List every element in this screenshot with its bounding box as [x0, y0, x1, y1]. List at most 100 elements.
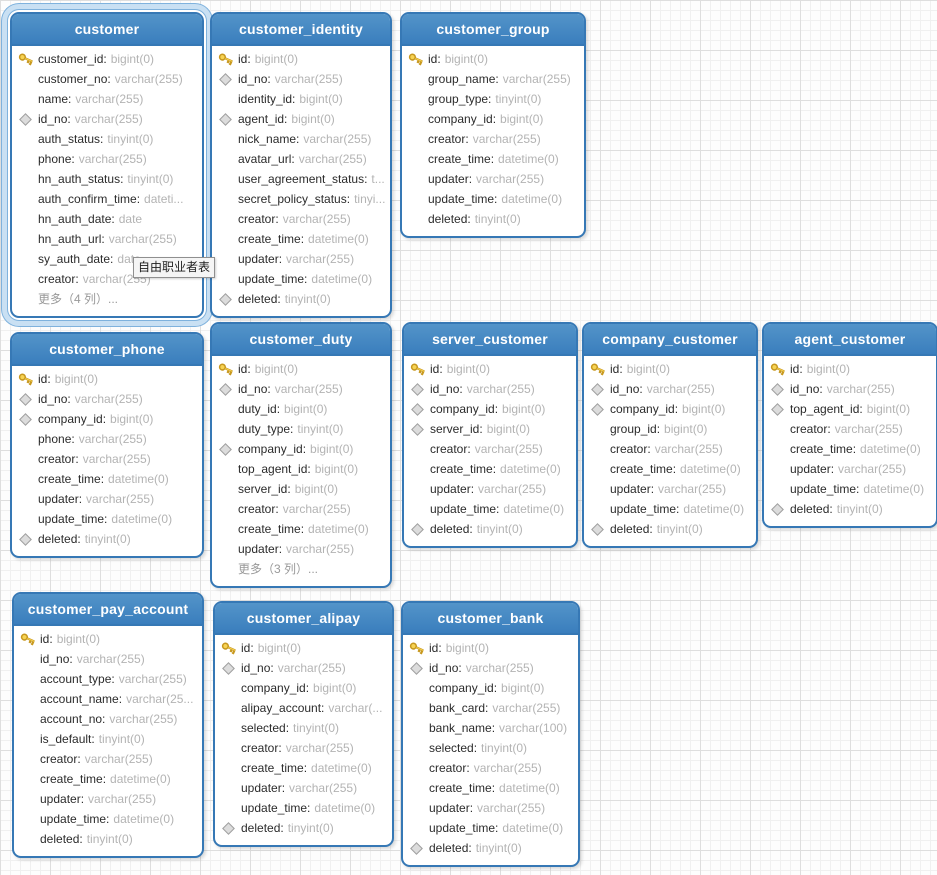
- field-name: update_time:: [790, 482, 860, 496]
- field-name: id:: [238, 52, 251, 66]
- field-type: tinyint(0): [297, 422, 344, 436]
- table-header[interactable]: customer: [12, 14, 202, 46]
- field-name: company_id:: [430, 402, 499, 416]
- field-type: datetime(0): [863, 482, 925, 496]
- icon-spacer: [12, 69, 38, 89]
- field-type: tinyint(0): [127, 172, 174, 186]
- field-name: company_id:: [238, 442, 307, 456]
- icon-spacer: [403, 738, 429, 758]
- field-name: updater:: [38, 492, 83, 506]
- field-row: customer_no:varchar(255): [12, 69, 202, 89]
- table-header[interactable]: company_customer: [584, 324, 756, 356]
- field-name: company_id:: [428, 112, 497, 126]
- field-type: datetime(0): [502, 821, 564, 835]
- field-type: varchar(25...: [126, 692, 194, 706]
- field-row: auth_confirm_time:dateti...: [12, 189, 202, 209]
- table-header[interactable]: customer_bank: [403, 603, 578, 635]
- field-row: hn_auth_url:varchar(255): [12, 229, 202, 249]
- field-row: company_id:bigint(0): [403, 678, 578, 698]
- more-columns-label: 更多（3 列）...: [238, 562, 319, 576]
- field-row: create_time:datetime(0): [212, 229, 390, 249]
- field-type: varchar(255): [473, 761, 542, 775]
- field-name: top_agent_id:: [238, 462, 311, 476]
- icon-spacer: [14, 829, 40, 849]
- table-header[interactable]: customer_duty: [212, 324, 390, 356]
- icon-spacer: [402, 189, 428, 209]
- icon-spacer: [404, 459, 430, 479]
- field-name: company_id:: [429, 681, 498, 695]
- field-row: account_type:varchar(255): [14, 669, 202, 689]
- icon-spacer: [215, 738, 241, 758]
- table-header[interactable]: customer_group: [402, 14, 584, 46]
- field-name: deleted:: [430, 522, 473, 536]
- icon-spacer: [12, 129, 38, 149]
- field-type: datetime(0): [311, 272, 373, 286]
- field-row: create_time:datetime(0): [12, 469, 202, 489]
- field-name: group_name:: [428, 72, 499, 86]
- field-type: datetime(0): [500, 462, 561, 476]
- table-header[interactable]: customer_pay_account: [14, 594, 202, 626]
- field-type: varchar(255): [286, 252, 355, 266]
- field-name: id_no:: [38, 392, 71, 406]
- icon-spacer: [212, 419, 238, 439]
- icon-spacer: [212, 149, 238, 169]
- field-name: id_no:: [40, 652, 73, 666]
- table-customer_group[interactable]: customer_group id:bigint(0)group_name:var…: [400, 12, 586, 238]
- field-row: phone:varchar(255): [12, 429, 202, 449]
- table-header[interactable]: agent_customer: [764, 324, 936, 356]
- field-type: datetime(0): [110, 772, 171, 786]
- field-type: varchar(255): [474, 442, 543, 456]
- icon-spacer: [403, 818, 429, 838]
- field-row: create_time:datetime(0): [403, 778, 578, 798]
- field-row: top_agent_id:bigint(0): [212, 459, 390, 479]
- field-name: account_name:: [40, 692, 123, 706]
- field-name: secret_policy_status:: [238, 192, 351, 206]
- field-type: varchar(255): [277, 661, 346, 675]
- field-row: account_no:varchar(255): [14, 709, 202, 729]
- field-type: bigint(0): [444, 52, 489, 66]
- icon-spacer: [402, 129, 428, 149]
- field-type: tinyint(0): [293, 721, 340, 735]
- field-name: updater:: [610, 482, 655, 496]
- icon-spacer: [584, 499, 610, 519]
- icon-spacer: [12, 429, 38, 449]
- field-type: bigint(0): [257, 641, 302, 655]
- field-type: varchar(255): [84, 752, 153, 766]
- field-row: company_id:bigint(0): [402, 109, 584, 129]
- table-header[interactable]: customer_identity: [212, 14, 390, 46]
- field-name: hn_auth_status:: [38, 172, 124, 186]
- icon-spacer: [212, 519, 238, 539]
- field-type: varchar(255): [282, 502, 351, 516]
- primary-key-icon: [212, 359, 238, 379]
- field-row: deleted:tinyint(0): [764, 499, 936, 519]
- table-header[interactable]: customer_phone: [12, 334, 202, 366]
- primary-key-icon: [212, 49, 238, 69]
- field-row: update_time:datetime(0): [764, 479, 936, 499]
- field-row: id:bigint(0): [402, 49, 584, 69]
- icon-spacer: [14, 669, 40, 689]
- field-row: deleted:tinyint(0): [14, 829, 202, 849]
- field-name: create_time:: [40, 772, 107, 786]
- icon-spacer: [14, 709, 40, 729]
- field-type: varchar(255): [298, 152, 367, 166]
- field-name: id_no:: [238, 72, 271, 86]
- icon-spacer: [212, 249, 238, 269]
- table-header[interactable]: customer_alipay: [215, 603, 392, 635]
- field-row: group_name:varchar(255): [402, 69, 584, 89]
- field-name: updater:: [790, 462, 835, 476]
- field-type: varchar(255): [78, 432, 147, 446]
- table-header[interactable]: server_customer: [404, 324, 576, 356]
- field-row: update_time:datetime(0): [12, 509, 202, 529]
- field-row: creator:varchar(255): [12, 449, 202, 469]
